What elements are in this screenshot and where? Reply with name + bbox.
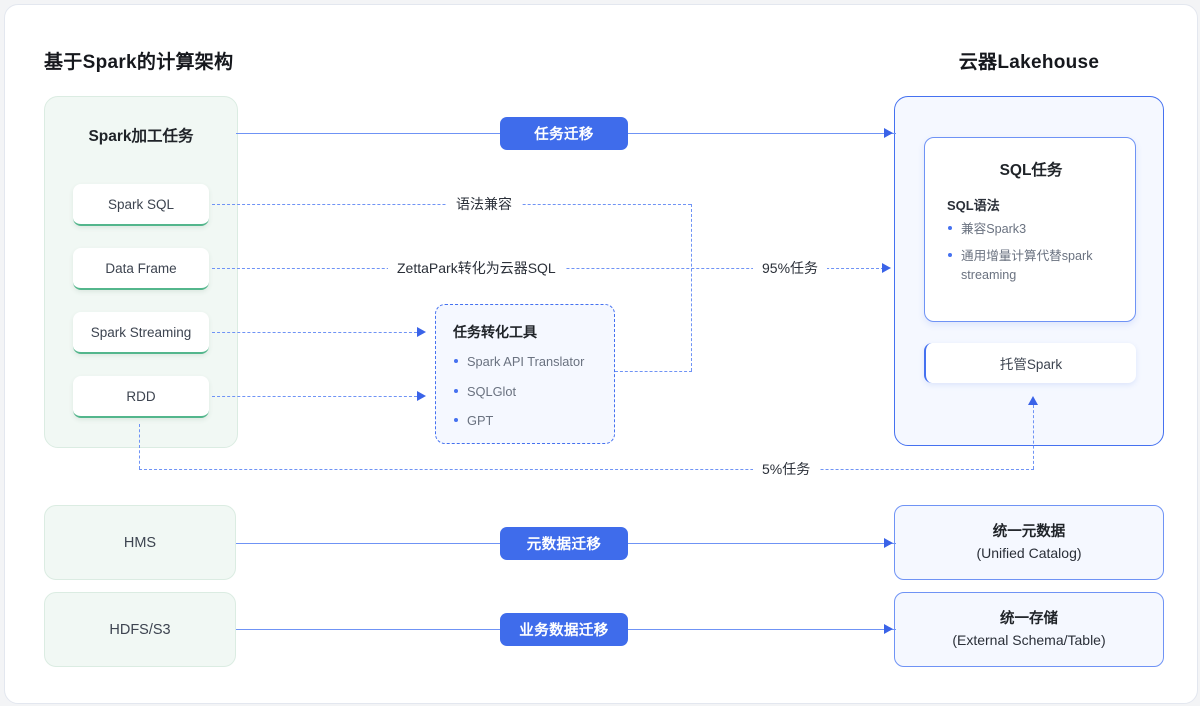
sql-syntax-label: SQL语法 [947, 198, 1000, 213]
sql-task-title: SQL任务 [999, 162, 1063, 179]
list-item: SQLGlot [453, 383, 613, 402]
connector-5-percent-across [139, 469, 1034, 470]
tool-bullet-list: Spark API Translator SQLGlot GPT [453, 353, 613, 442]
label-95-percent-task: 95%任务 [753, 258, 828, 278]
label-metadata-migration[interactable]: 元数据迁移 [500, 527, 628, 560]
connector-spark-streaming-line [212, 332, 417, 333]
unified-storage-title: 统一存储 [1000, 610, 1058, 627]
label-syntax-compat: 语法兼容 [447, 194, 521, 214]
arrowhead-metadata-migration [884, 537, 893, 548]
sql-bullet-list: 兼容Spark3 通用增量计算代替spark streaming [947, 220, 1127, 293]
diagram-canvas: 基于Spark的计算架构 云器Lakehouse Spark加工任务 Spark… [4, 4, 1198, 704]
list-item-data-frame[interactable]: Data Frame [73, 248, 209, 290]
spark-processing-group: Spark加工任务 Spark SQL Data Frame Spark Str… [44, 96, 238, 448]
arrowhead-95-percent [882, 262, 891, 273]
spark-processing-group-title: Spark加工任务 [88, 128, 194, 145]
sql-task-card[interactable]: SQL任务 SQL语法 兼容Spark3 通用增量计算代替spark strea… [924, 137, 1136, 322]
list-item-spark-streaming[interactable]: Spark Streaming [73, 312, 209, 354]
unified-storage-box[interactable]: 统一存储 (External Schema/Table) [894, 592, 1164, 667]
connector-vertical-join [691, 204, 692, 371]
unified-storage-subtitle: (External Schema/Table) [952, 631, 1106, 648]
connector-5-percent-up [1033, 405, 1034, 469]
lakehouse-group: SQL任务 SQL语法 兼容Spark3 通用增量计算代替spark strea… [894, 96, 1164, 446]
label-zettapark: ZettaPark转化为云器SQL [388, 258, 565, 278]
connector-tool-exit-line [615, 371, 692, 372]
unified-catalog-title: 统一元数据 [992, 523, 1066, 540]
arrowhead-spark-streaming [417, 326, 426, 337]
label-business-data-migration[interactable]: 业务数据迁移 [500, 613, 628, 646]
unified-catalog-box[interactable]: 统一元数据 (Unified Catalog) [894, 505, 1164, 580]
hms-box[interactable]: HMS [44, 505, 236, 580]
list-item: 通用增量计算代替spark streaming [947, 247, 1127, 284]
list-item: Spark API Translator [453, 353, 613, 372]
right-column-title: 云器Lakehouse [958, 52, 1100, 73]
list-item-rdd[interactable]: RDD [73, 376, 209, 418]
task-conversion-tool-title: 任务转化工具 [453, 324, 537, 340]
arrowhead-rdd [417, 390, 426, 401]
connector-rdd-line [212, 396, 417, 397]
managed-spark-box[interactable]: 托管Spark [924, 343, 1136, 383]
connector-5-percent-down [139, 424, 140, 469]
arrowhead-task-migration [884, 127, 893, 138]
arrowhead-business-data-migration [884, 623, 893, 634]
list-item: 兼容Spark3 [947, 220, 1127, 238]
unified-catalog-subtitle: (Unified Catalog) [976, 544, 1082, 561]
list-item-spark-sql[interactable]: Spark SQL [73, 184, 209, 226]
task-conversion-tool-card[interactable]: 任务转化工具 Spark API Translator SQLGlot GPT [435, 304, 615, 444]
list-item: GPT [453, 412, 613, 431]
left-column-title: 基于Spark的计算架构 [44, 52, 234, 73]
arrowhead-managed-spark [1027, 396, 1038, 405]
hdfs-s3-box[interactable]: HDFS/S3 [44, 592, 236, 667]
label-5-percent-task: 5%任务 [753, 459, 820, 479]
label-task-migration[interactable]: 任务迁移 [500, 117, 628, 150]
